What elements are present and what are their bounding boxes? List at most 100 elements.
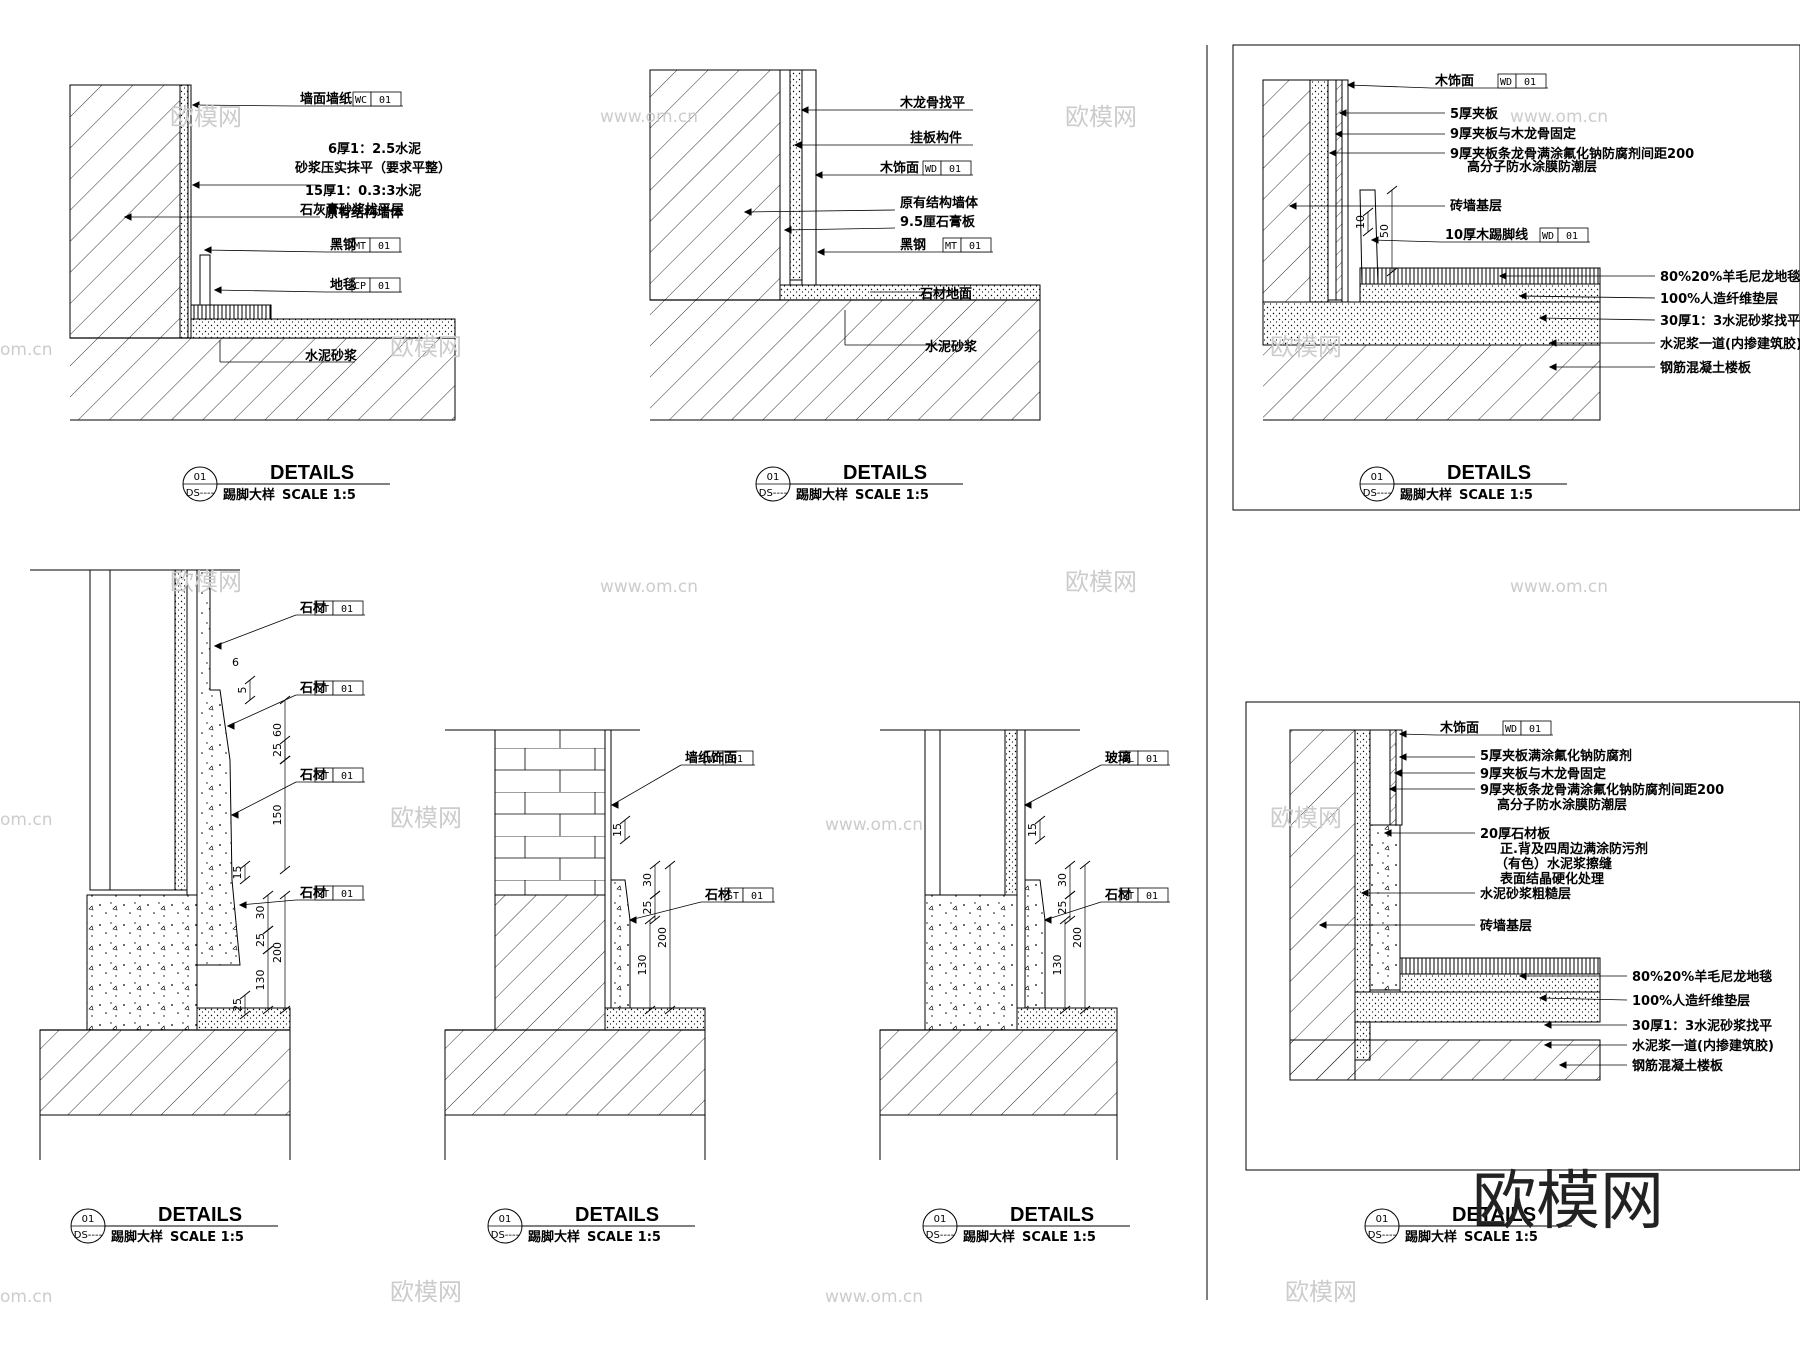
material-label-line: 9.5厘石膏板 <box>900 214 976 230</box>
detail-title: DETAILS <box>270 462 354 484</box>
detail-scale: SCALE 1:5 <box>170 1230 244 1245</box>
wallpaper <box>604 729 612 1031</box>
material-label: 石材 <box>1104 887 1131 903</box>
dimension-tick <box>279 890 291 900</box>
material-label: 石材地面 <box>919 286 972 302</box>
leader-line <box>1371 239 1442 243</box>
dimension-tick <box>279 1005 291 1015</box>
leader-line <box>1044 901 1102 921</box>
detail-subtitle: 踢脚大样 <box>796 487 848 503</box>
screed <box>604 1007 706 1031</box>
material-label-line: 100%人造纤维垫层 <box>1660 291 1778 307</box>
leader-arrowhead <box>1328 149 1337 157</box>
dimension-tick <box>644 1005 656 1015</box>
detail-subtitle: 踢脚大样 <box>528 1229 580 1245</box>
leader-line <box>629 901 702 921</box>
screed-layer <box>1354 991 1601 1023</box>
plywood-9 <box>1327 79 1337 301</box>
leader-arrowhead <box>1360 889 1369 897</box>
material-num-box <box>332 885 364 901</box>
material-label-line: 水泥砂浆粗糙层 <box>1480 886 1571 902</box>
material-num-box <box>1515 73 1547 89</box>
leader-arrowhead <box>1370 236 1379 244</box>
drawing-line <box>1539 317 1656 321</box>
dimension-tick <box>664 860 676 870</box>
detail-title: DETAILS <box>1447 462 1531 484</box>
leader-arrowhead <box>238 901 247 909</box>
callout-sheet-code: DS---- <box>491 1230 520 1241</box>
leader-arrowhead <box>123 213 132 221</box>
leader-arrowhead <box>1023 801 1032 809</box>
material-code: CP <box>354 281 366 292</box>
callout-sheet-code: DS---- <box>186 488 215 499</box>
material-num-box <box>960 237 992 253</box>
detail-subtitle: 踢脚大样 <box>1400 487 1452 503</box>
dimension-tick <box>1362 227 1374 237</box>
material-label-line: 20厚石材板 <box>1480 826 1551 842</box>
watermark-logo: 欧模网 <box>390 1278 462 1306</box>
material-label-line: 80%20%羊毛尼龙地毯 <box>1632 969 1772 985</box>
leader-arrowhead <box>213 286 222 294</box>
dimension-value: 200 <box>1071 927 1084 948</box>
callout-sheet-code: DS---- <box>1363 488 1392 499</box>
dimension-tick <box>644 915 656 925</box>
dimension-tick <box>1386 267 1398 277</box>
material-num-box <box>332 680 364 696</box>
timber-batten <box>789 69 803 281</box>
dimension-tick <box>262 945 274 955</box>
material-number: 01 <box>379 95 391 106</box>
dimension-tick <box>279 865 291 875</box>
detail-scale: SCALE 1:5 <box>1459 488 1533 503</box>
underlay <box>1399 973 1601 993</box>
material-number: 01 <box>378 281 390 292</box>
dimension-tick <box>1362 207 1374 217</box>
leader-arrowhead <box>793 141 802 149</box>
dimension-tick <box>1079 1005 1091 1015</box>
material-code: ST <box>727 891 739 902</box>
dimension-tick <box>649 860 661 870</box>
dimension-value: 25 <box>254 933 267 947</box>
detail-title: DETAILS <box>158 1204 242 1226</box>
material-number: 01 <box>731 754 743 765</box>
wall-stud <box>89 569 111 891</box>
dimension-tick <box>239 875 251 885</box>
frame-stud <box>924 729 941 896</box>
material-code: GL <box>1122 754 1134 765</box>
dimension-tick <box>244 695 256 705</box>
leader-arrowhead <box>1548 363 1557 371</box>
dimension-tick <box>279 695 291 705</box>
detail-title: DETAILS <box>575 1204 659 1226</box>
callout-sheet-code: DS---- <box>74 1230 103 1241</box>
detail-frame <box>1232 44 1800 511</box>
leader-line <box>204 249 327 253</box>
material-code: WD <box>1500 77 1512 88</box>
material-number: 01 <box>1566 231 1578 242</box>
dimension-value: 15 <box>611 823 624 837</box>
material-code: WD <box>1505 724 1517 735</box>
material-number: 01 <box>1146 754 1158 765</box>
material-label: 玻璃 <box>1105 750 1131 766</box>
dimension-tick <box>262 1005 274 1015</box>
material-code: MT <box>945 241 957 252</box>
dimension-value: 25 <box>641 901 654 915</box>
material-num-box <box>1137 750 1169 766</box>
dimension-value: 25 <box>1056 901 1069 915</box>
dimension-tick <box>1059 1005 1071 1015</box>
stone-skirting <box>196 569 241 966</box>
watermark-logo: 欧模网 <box>1065 568 1137 596</box>
material-num-box <box>1520 720 1552 736</box>
material-label-line: 9厚夹板与木龙骨固定 <box>1450 126 1576 142</box>
dimension-tick <box>1064 890 1076 900</box>
leader-arrowhead <box>1538 994 1547 1002</box>
leader-line <box>214 614 297 647</box>
leader-line <box>192 104 297 107</box>
stone-floor <box>779 284 1041 301</box>
glass-panel <box>1016 729 1026 1031</box>
material-label-line: 砖墙基层 <box>1480 918 1532 934</box>
watermark-logo: 欧模网 <box>170 568 242 596</box>
material-label: 墙纸饰面 <box>685 750 737 766</box>
dimension-value: 25 <box>271 743 284 757</box>
callout-number: 01 <box>194 472 207 483</box>
callout-number: 01 <box>934 1214 947 1225</box>
leader-arrowhead <box>800 106 809 114</box>
